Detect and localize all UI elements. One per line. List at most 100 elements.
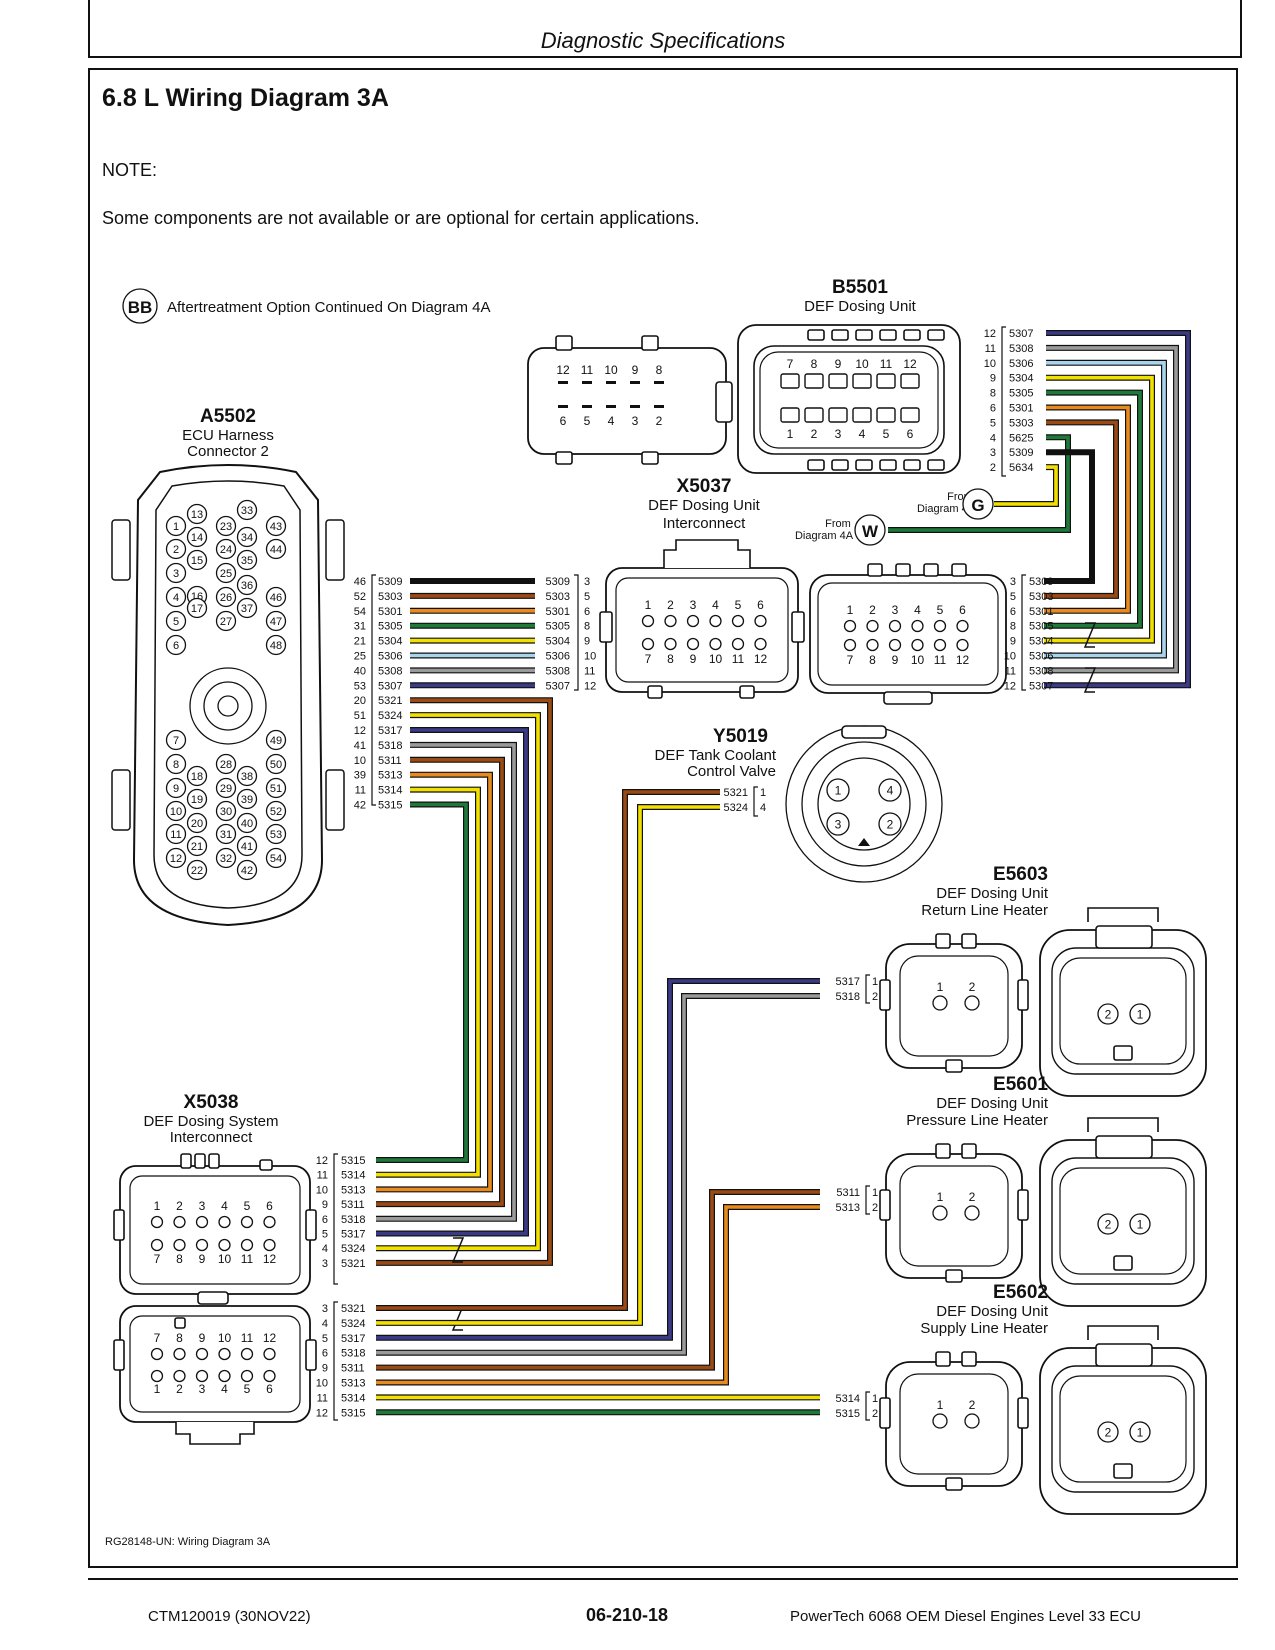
x5038-pin [150, 1238, 164, 1252]
e5601-label-2: Pressure Line Heater [906, 1112, 1048, 1129]
content-frame [88, 68, 1238, 1568]
e5601-socket-pin-label: 1 [1137, 1217, 1144, 1231]
a5502-pin [165, 777, 187, 799]
b5501-socket-tab [927, 329, 945, 341]
x5037-left-wire-number: 5308 [546, 665, 570, 677]
x5038-lower-pin: 10 [316, 1378, 328, 1390]
b5501-socket-pin-label: 4 [859, 427, 866, 441]
x5037-label-1: DEF Dosing Unit [648, 497, 761, 514]
x5037-left-wire-number: 5301 [546, 606, 570, 618]
x5038-pin-label: 9 [199, 1252, 206, 1266]
y5019-label-1: DEF Tank Coolant [655, 747, 777, 764]
a5502-pin-label: 51 [270, 783, 282, 795]
a5502-pin-label: 35 [241, 555, 253, 567]
y5019-pin-label: 1 [835, 783, 842, 797]
a5502-pin-label: 21 [191, 841, 203, 853]
wire-5317 [376, 728, 528, 1236]
e5601-pin-number: 1 [872, 1187, 878, 1199]
b5501-id: B5501 [832, 277, 888, 298]
e5603-pin [932, 995, 948, 1011]
a5502-wire-pin: 12 [354, 725, 366, 737]
a5502-pin-label: 5 [173, 616, 179, 628]
b5501-socket-pin-label: 6 [907, 427, 914, 441]
a5502-pin [165, 562, 187, 584]
e5603-socket-key [1113, 1045, 1133, 1061]
wire-5311-outline [376, 756, 505, 1208]
x5037-plug-tab [647, 685, 663, 699]
from-g-label-2: Diagram 4A [917, 503, 976, 515]
b5501-socket-tab [831, 459, 849, 471]
x5037-left-wire-number: 5303 [546, 591, 570, 603]
x5037-pin [686, 637, 700, 651]
x5038-upper-wire-number: 5315 [341, 1155, 365, 1167]
a5502-pin [215, 823, 237, 845]
a5502-pin [265, 515, 287, 537]
a5502-pin-label: 18 [191, 771, 203, 783]
a5502-center-hole [217, 695, 239, 717]
b5501-pin: 12 [984, 328, 996, 340]
a5502-pin-label: 42 [241, 865, 253, 877]
a5502-pin [165, 586, 187, 608]
a5502-wire-pin: 10 [354, 755, 366, 767]
x5038-pin [173, 1215, 186, 1229]
e5603-pin-number: 2 [872, 991, 878, 1003]
e5601-plug-inner [899, 1165, 1009, 1267]
e5601-socket-pin [1129, 1213, 1151, 1235]
e5602-plug-tab [961, 1351, 977, 1367]
x5038-pin [218, 1238, 231, 1252]
b5501-socket-cavity [780, 373, 800, 389]
x5038-socket-pin-label: 10 [218, 1331, 232, 1345]
b5501-plug-pin-label: 11 [581, 363, 594, 377]
a5502-pin [215, 586, 237, 608]
x5037-left-pin: 6 [584, 606, 590, 618]
x5038-pin-label: 8 [176, 1252, 183, 1266]
x5037-socket-pin [866, 638, 879, 652]
b5501-plug-pin-label: 5 [584, 414, 591, 428]
e5602-pin [932, 1413, 948, 1429]
a5502-latch [325, 519, 345, 581]
splice-symbol [451, 1237, 465, 1263]
x5038-socket-key [113, 1339, 125, 1371]
a5502-pin [236, 788, 258, 810]
b5501-plug-pin [558, 405, 568, 408]
x5037-pin [686, 614, 700, 628]
b5501-socket-cavity [876, 373, 896, 389]
a5502-pin-label: 37 [241, 603, 253, 615]
a5502-pin-label: 27 [220, 616, 232, 628]
wire-5301 [1044, 405, 1130, 613]
a5502-pin [165, 800, 187, 822]
b5501-socket-tab [855, 329, 873, 341]
x5038-upper-bracket [333, 1153, 338, 1285]
wire-5313-outline [376, 771, 493, 1193]
a5502-wire-pin: 54 [354, 606, 366, 618]
x5038-socket-pin [263, 1369, 276, 1383]
x5037-socket-pin [888, 638, 902, 652]
x5037-socket-pin-label: 10 [911, 653, 925, 667]
e5603-pin [964, 995, 980, 1011]
b5501-socket-tab [879, 329, 897, 341]
a5502-pin-label: 46 [270, 592, 282, 604]
x5037-pin-label: 12 [754, 652, 768, 666]
b5501-socket-tab [807, 329, 825, 341]
x5038-socket-pin-label: 1 [154, 1382, 161, 1396]
a5502-pin-label: 36 [241, 580, 253, 592]
x5037-pin-label: 1 [645, 598, 652, 612]
a5502-pin [165, 753, 187, 775]
wire-5311 [376, 758, 504, 1206]
a5502-wire-number: 5307 [378, 680, 402, 692]
a5502-pin [215, 800, 237, 822]
b5501-socket-pin-label: 2 [811, 427, 818, 441]
x5037-plug-inner [615, 577, 789, 683]
x5038-socket-pin [195, 1347, 209, 1361]
x5038-pin-label: 3 [199, 1199, 206, 1213]
a5502-pin [215, 538, 237, 560]
e5602-label-2: Supply Line Heater [920, 1320, 1048, 1337]
x5038-upper-wire-number: 5321 [341, 1258, 365, 1270]
wire-5314-outline [376, 786, 481, 1178]
b5501-socket-cavity [900, 373, 920, 389]
b5501-pin: 9 [990, 373, 996, 385]
x5038-socket-pin-label: 11 [241, 1331, 254, 1345]
x5038-lower-wire-number: 5311 [341, 1363, 365, 1375]
x5038-socket-pin-label: 8 [176, 1331, 183, 1345]
a5502-wire-number: 5324 [378, 710, 402, 722]
